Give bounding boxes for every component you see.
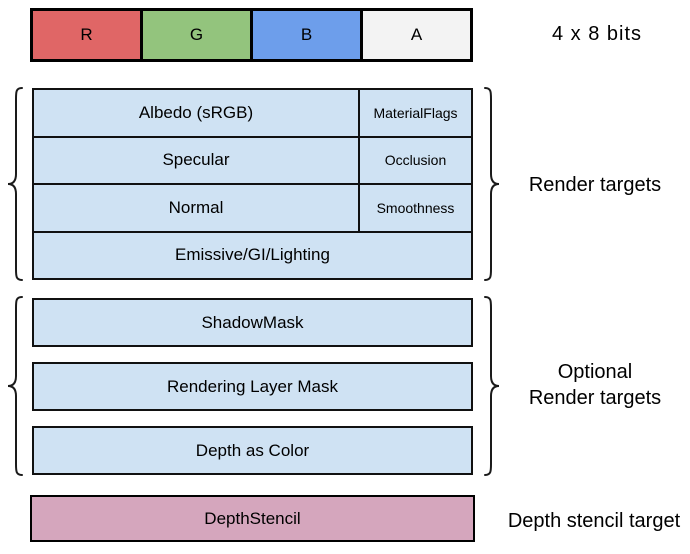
cell-occlusion: Occlusion — [360, 137, 471, 183]
cell-smoothness: Smoothness — [360, 185, 471, 231]
cell-emissive: Emissive/GI/Lighting — [34, 232, 471, 278]
channel-cell-r: R — [33, 11, 143, 59]
brace-right-icon — [484, 296, 500, 476]
channel-cell-g: G — [143, 11, 253, 59]
bits-caption: 4 x 8 bits — [551, 23, 643, 45]
optional-render-targets-label: Optional Render targets — [500, 359, 690, 411]
depth-stencil-target-label: Depth stencil target — [507, 510, 681, 532]
table-row: Normal Smoothness — [34, 185, 471, 233]
brace-left-icon — [7, 87, 23, 281]
rgba-channels-bar: R G B A — [30, 8, 473, 62]
channel-cell-a: A — [363, 11, 470, 59]
cell-albedo: Albedo (sRGB) — [34, 90, 360, 136]
box-shadowmask: ShadowMask — [32, 298, 473, 347]
cell-specular: Specular — [34, 137, 360, 183]
render-targets-label: Render targets — [528, 174, 662, 196]
optional-label-line1: Optional — [557, 361, 633, 383]
table-row: Albedo (sRGB) MaterialFlags — [34, 90, 471, 138]
box-rendering-layer-mask: Rendering Layer Mask — [32, 362, 473, 411]
box-depth-as-color: Depth as Color — [32, 426, 473, 475]
cell-material-flags: MaterialFlags — [360, 90, 471, 136]
cell-normal: Normal — [34, 185, 360, 231]
optional-label-line2: Render targets — [528, 387, 662, 409]
render-targets-table: Albedo (sRGB) MaterialFlags Specular Occ… — [32, 88, 473, 280]
brace-right-icon — [484, 87, 500, 281]
depthstencil-box: DepthStencil — [30, 495, 475, 542]
table-row: Emissive/GI/Lighting — [34, 232, 471, 278]
brace-left-icon — [7, 296, 23, 476]
channel-cell-b: B — [253, 11, 363, 59]
table-row: Specular Occlusion — [34, 137, 471, 185]
